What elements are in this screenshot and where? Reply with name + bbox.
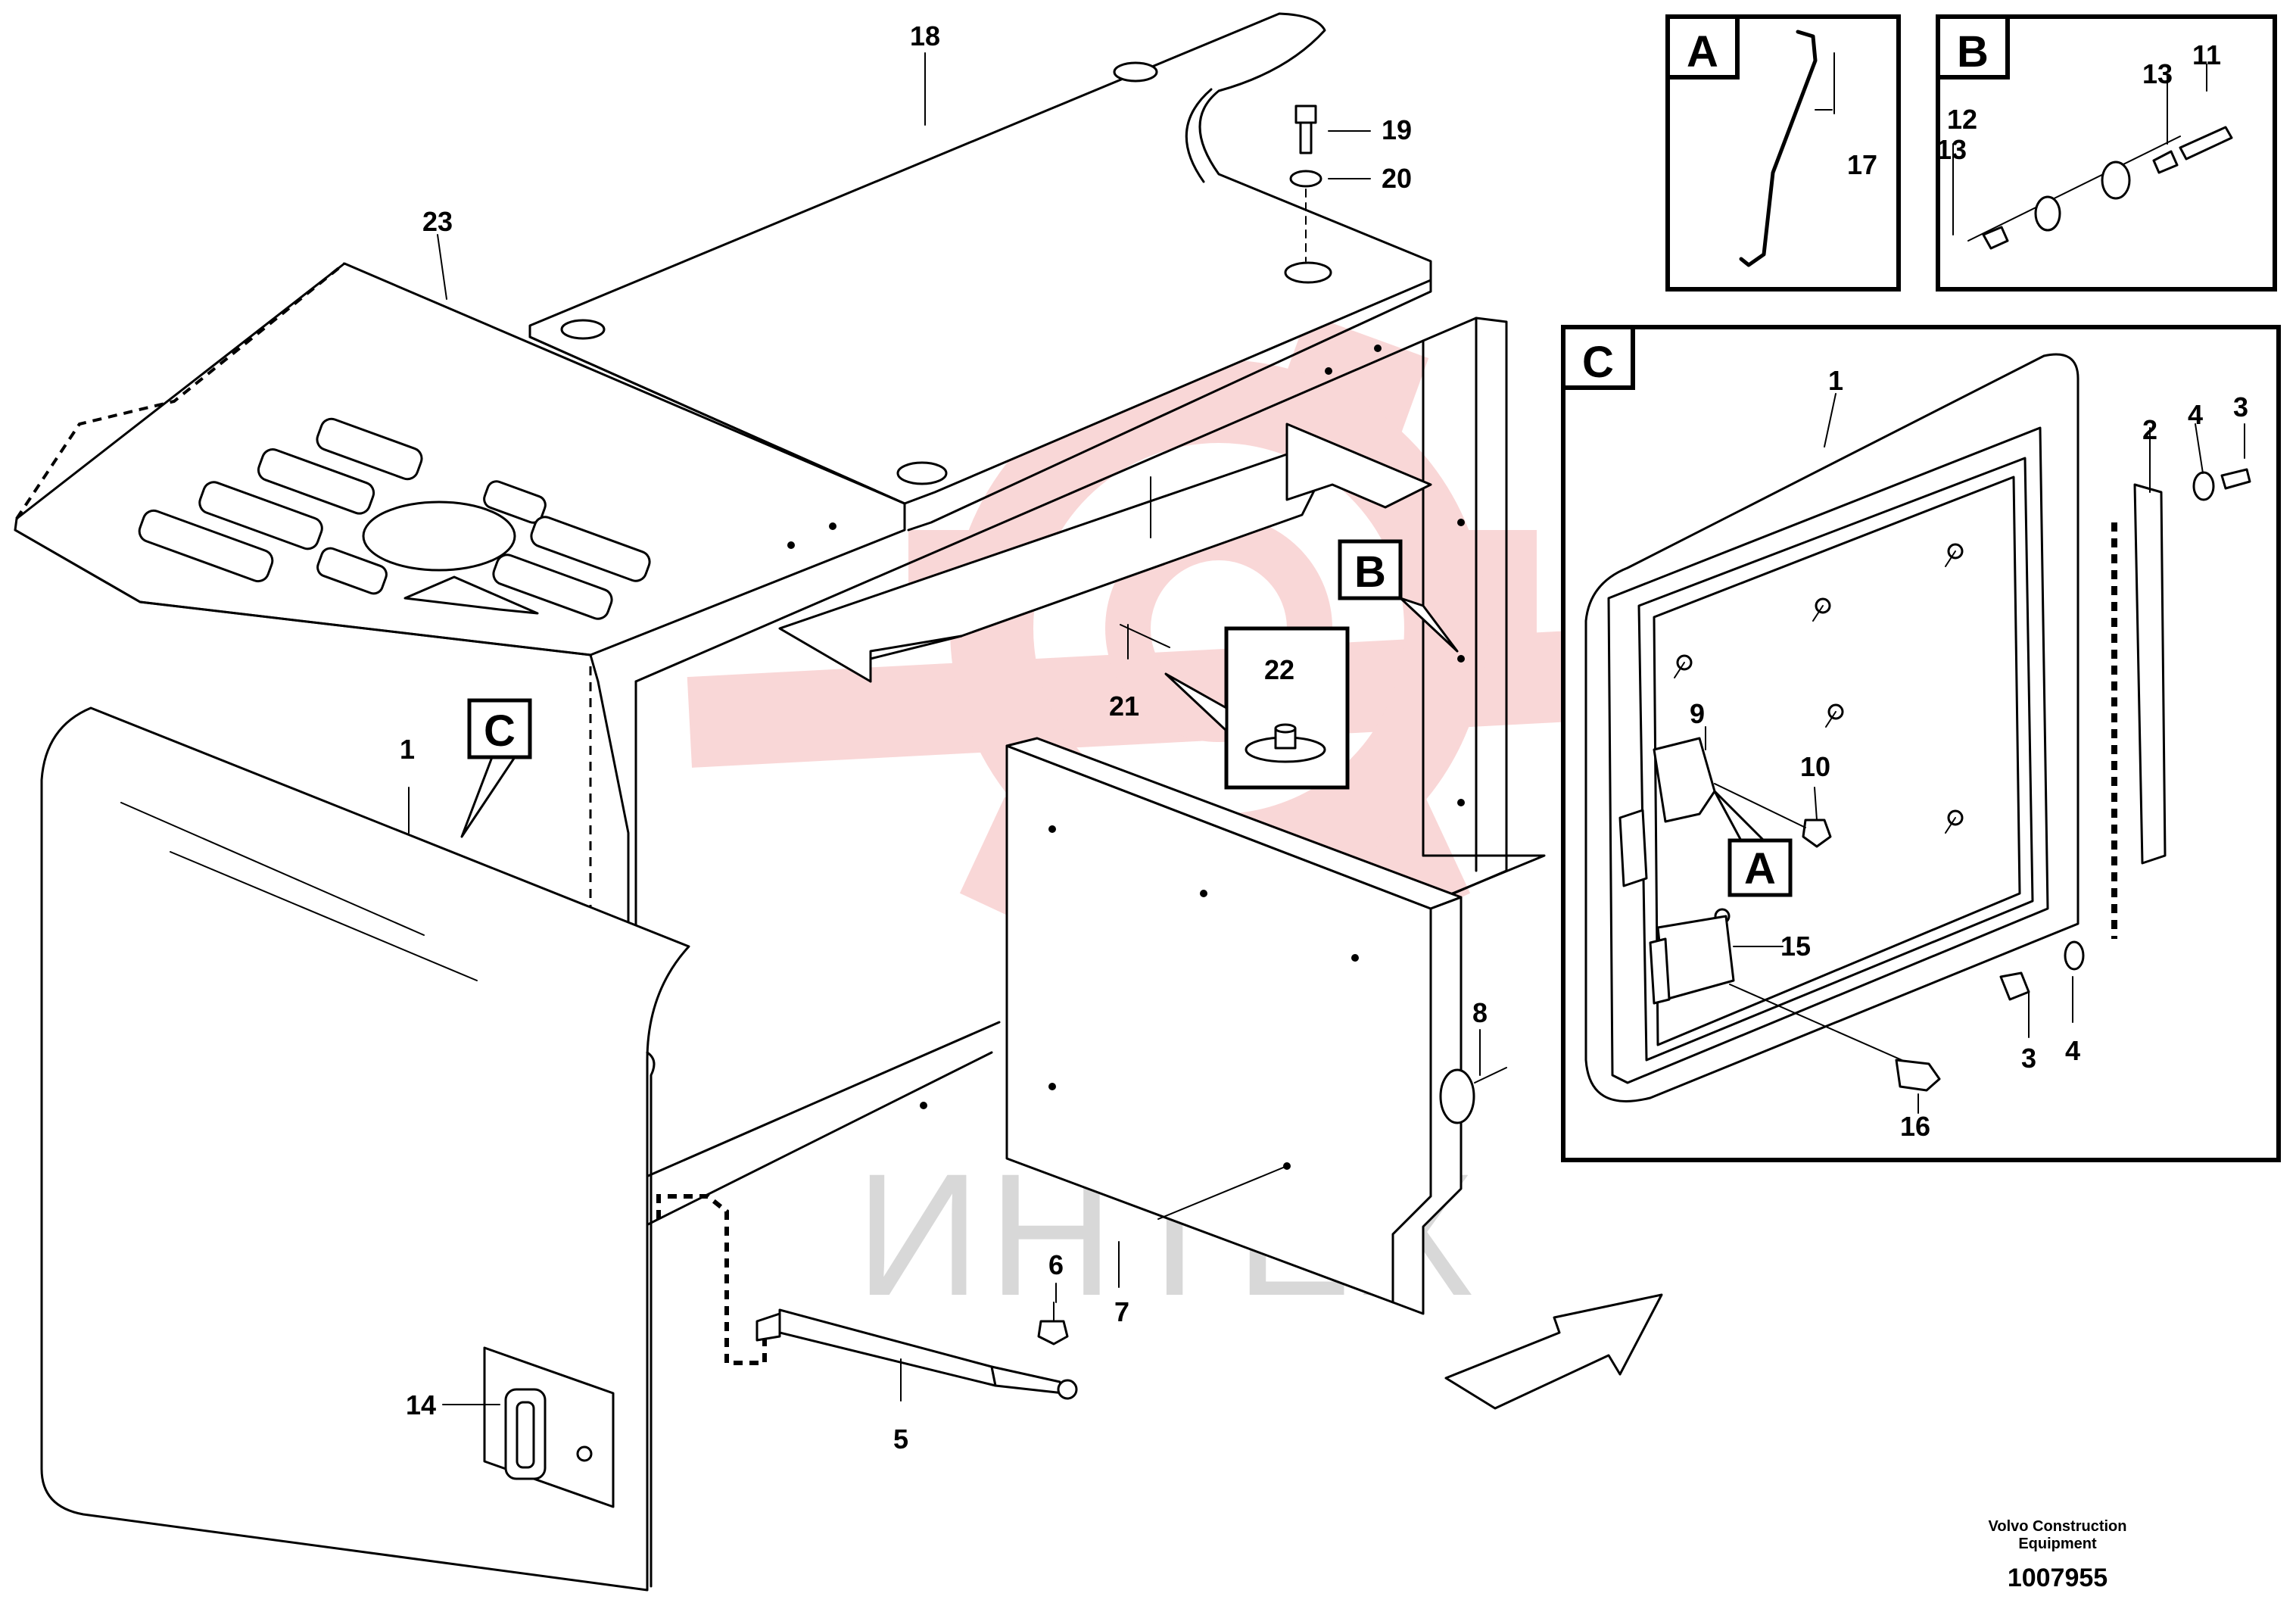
parts-19-20-bolt-washer bbox=[1289, 104, 1322, 262]
callout-pointer-b bbox=[1399, 597, 1459, 653]
callout-20: 20 bbox=[1382, 163, 1412, 194]
callout-17: 17 bbox=[1847, 149, 1877, 180]
callout-2: 2 bbox=[2142, 414, 2157, 445]
callout-3-top: 3 bbox=[2233, 391, 2248, 423]
callout-21: 21 bbox=[1109, 691, 1139, 722]
callout-10: 10 bbox=[1800, 751, 1830, 782]
part-8-washer bbox=[1439, 1067, 1507, 1124]
callout-pointer-c bbox=[460, 756, 516, 838]
footer-company-line2: Equipment bbox=[2018, 1536, 2097, 1552]
part-21-shelf bbox=[778, 423, 1432, 683]
callout-22: 22 bbox=[1264, 654, 1294, 685]
part-18-top-cover bbox=[528, 12, 1432, 532]
part-14-handle bbox=[483, 1346, 615, 1508]
part-7-side-panel bbox=[1005, 737, 1463, 1315]
callout-numbers: 18 23 19 20 1 21 22 8 7 6 5 14 17 12 13 … bbox=[400, 20, 2248, 1455]
callout-12: 12 bbox=[1947, 104, 1977, 135]
detail-label-a: A bbox=[1687, 27, 1718, 76]
callout-13-left: 13 bbox=[1936, 134, 1967, 165]
callout-18: 18 bbox=[910, 20, 940, 51]
detail-label-c: C bbox=[1582, 338, 1614, 387]
callout-box-b: B bbox=[1354, 547, 1386, 597]
leader-21 bbox=[1120, 624, 1170, 648]
callout-1: 1 bbox=[400, 734, 415, 765]
callout-3-bottom: 3 bbox=[2021, 1043, 2036, 1074]
part-5-gas-strut bbox=[656, 1194, 1078, 1400]
callout-box-c: C bbox=[484, 706, 516, 756]
callout-19: 19 bbox=[1382, 114, 1412, 145]
callout-5: 5 bbox=[893, 1423, 908, 1455]
callout-13-right: 13 bbox=[2142, 58, 2173, 89]
footer-block: Volvo Construction Equipment 1007955 bbox=[1989, 1518, 2127, 1592]
callout-23: 23 bbox=[422, 206, 453, 237]
callout-6: 6 bbox=[1048, 1249, 1064, 1280]
footer-company-line1: Volvo Construction bbox=[1989, 1518, 2127, 1535]
callout-15: 15 bbox=[1780, 931, 1811, 962]
detail-b-panel bbox=[1936, 14, 2277, 292]
callout-9: 9 bbox=[1690, 698, 1705, 729]
callout-box-a: A bbox=[1744, 844, 1776, 893]
callout-14: 14 bbox=[406, 1389, 436, 1420]
part-6-nut bbox=[1037, 1302, 1069, 1346]
callout-4-bottom: 4 bbox=[2065, 1035, 2080, 1066]
callout-4-top: 4 bbox=[2188, 399, 2203, 430]
part-1-door bbox=[40, 706, 690, 1592]
detail-label-b: B bbox=[1957, 27, 1989, 76]
part-23-top-panel bbox=[14, 262, 906, 656]
detail-c-panel bbox=[1561, 325, 2281, 1162]
callout-1-detail: 1 bbox=[1828, 365, 1843, 396]
callout-8: 8 bbox=[1472, 997, 1488, 1028]
leader-lines bbox=[408, 52, 2245, 1405]
part-22-detail bbox=[1164, 626, 1350, 790]
callout-16: 16 bbox=[1900, 1111, 1930, 1142]
detail-a-panel bbox=[1665, 14, 1901, 292]
callout-7: 7 bbox=[1114, 1296, 1129, 1327]
callout-11: 11 bbox=[2192, 39, 2221, 70]
letter-callouts: A B C C B A bbox=[467, 27, 1989, 897]
direction-arrow bbox=[1444, 1293, 1663, 1410]
footer-drawing-number: 1007955 bbox=[2008, 1564, 2108, 1592]
